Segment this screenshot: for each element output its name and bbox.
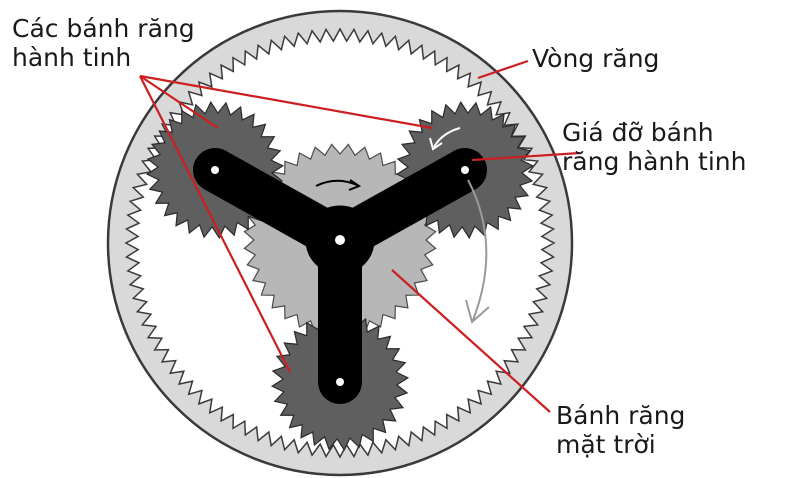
planet-rotation-arrowhead [429,137,443,151]
sun-rotation-arrow [315,179,358,187]
leader-sun [391,269,551,413]
carrier-rotation-arrowhead [465,299,490,324]
carrier-pivot-center [335,235,345,245]
planet-rotation-arrow [433,127,461,148]
label-ring-gear-line-1: Vòng răng [532,44,660,73]
label-planet-gears-line-1: Các bánh răng [12,14,195,43]
label-planet-carrier-line-2: răng hành tinh [562,147,747,176]
leader-ring [477,59,529,80]
leader-planet-to-left [139,75,219,129]
leader-carrier [471,151,581,162]
label-planet-carrier-line-1: Giá đỡ bánh [562,118,714,147]
leader-lines [139,59,581,413]
label-sun-gear: Bánh răng mặt trời [556,401,685,459]
label-planet-gears: Các bánh răng hành tinh [12,14,195,72]
carrier-pivot-left [211,166,219,174]
leader-planet-to-bottom [139,75,291,373]
label-planet-gears-line-2: hành tinh [12,43,132,72]
label-sun-gear-line-1: Bánh răng [556,401,686,430]
carrier-pivot-right [461,166,469,174]
carrier-pivot-bottom [336,378,344,386]
label-ring-gear: Vòng răng [532,44,659,73]
label-planet-carrier: Giá đỡ bánh răng hành tinh [562,118,747,176]
label-sun-gear-line-2: mặt trời [556,430,656,459]
leader-planet-to-right [139,74,433,130]
carrier-rotation-arrow [467,179,488,321]
sun-rotation-arrowhead [348,179,362,191]
